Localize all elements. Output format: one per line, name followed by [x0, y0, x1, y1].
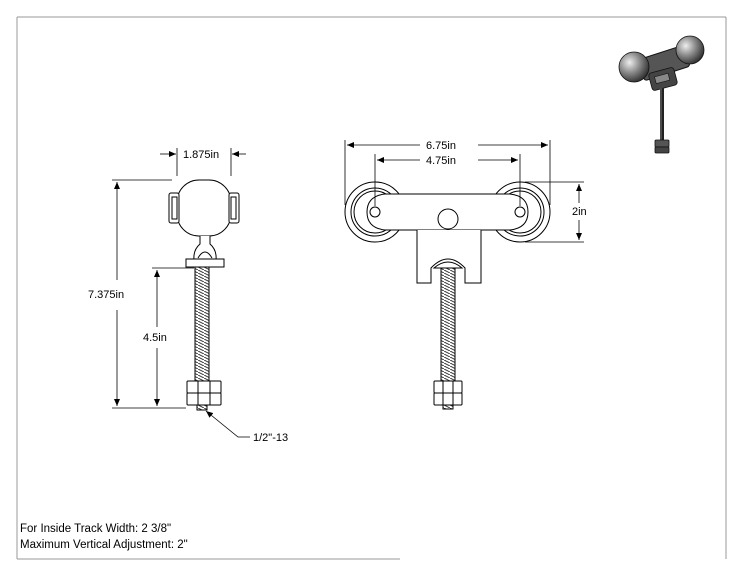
front-dimensions [344, 140, 584, 243]
front-axle-right [514, 206, 526, 218]
front-bolt-tip [442, 404, 454, 410]
dim-overall-width: 6.75in [426, 140, 456, 152]
side-view [168, 179, 240, 411]
side-bolt-thread [194, 266, 210, 383]
front-bolt-thread [440, 267, 456, 383]
iso-nut [654, 139, 670, 148]
front-view [344, 181, 551, 410]
iso-wheel-left [618, 51, 650, 83]
front-saddle [416, 230, 482, 284]
isometric-preview [618, 35, 705, 154]
front-nut-lower [433, 392, 463, 406]
front-center-hole [437, 208, 459, 230]
dim-side-width: 1.875in [183, 149, 219, 161]
note-track-width: For Inside Track Width: 2 3/8" [20, 523, 172, 535]
dim-thread-spec: 1/2"-13 [253, 432, 288, 444]
dim-overall-height: 7.375in [88, 289, 124, 301]
iso-wheel-right [675, 35, 705, 65]
note-vertical-adjustment: Maximum Vertical Adjustment: 2" [20, 539, 188, 551]
side-dimensions [112, 148, 250, 438]
side-hanger [193, 236, 217, 261]
side-wheel [176, 179, 232, 237]
side-nut-lower [186, 392, 222, 406]
front-axle-left [369, 206, 381, 218]
dim-bolt-length: 4.5in [143, 332, 167, 344]
dim-wheel-height: 2in [572, 206, 587, 218]
side-bolt-tip [196, 404, 208, 411]
front-nut-upper [433, 380, 463, 394]
side-hanger-plate [185, 258, 225, 268]
drawing-frame [16, 16, 727, 560]
side-nut-upper [186, 380, 222, 394]
dim-wheel-spacing: 4.75in [426, 155, 456, 167]
